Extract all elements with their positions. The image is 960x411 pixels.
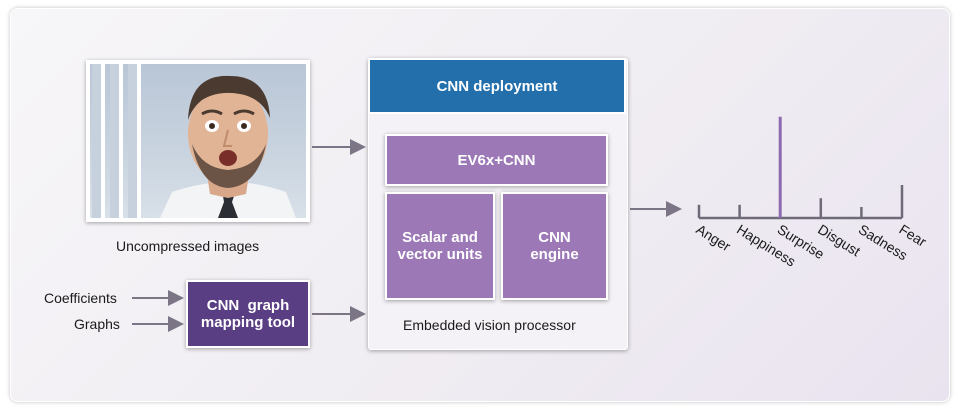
face-photo: [90, 64, 306, 218]
coefficients-label: Coefficients: [44, 290, 117, 306]
tool-label-line2: mapping tool: [200, 314, 296, 331]
image-caption: Uncompressed images: [116, 238, 260, 254]
processor-caption: Embedded vision processor: [403, 317, 576, 333]
cnn-deployment-header: CNN deployment: [368, 58, 626, 114]
face-illustration: [160, 75, 296, 218]
engine-label-line2: engine: [530, 246, 579, 263]
cnn-engine-block: CNN engine: [501, 192, 608, 300]
ev6x-cnn-block: EV6x+CNN: [385, 134, 608, 186]
scalar-vector-units-block: Scalar and vector units: [385, 192, 495, 300]
input-image-card: [86, 60, 310, 222]
graphs-label: Graphs: [74, 316, 120, 332]
scalar-label-line1: Scalar and: [402, 229, 478, 246]
tool-label-line1: CNN graph: [206, 297, 290, 314]
chart-label-anger: Anger: [693, 221, 733, 255]
cnn-graph-mapping-tool: CNN graph mapping tool: [186, 280, 310, 348]
engine-label-line1: CNN: [538, 229, 571, 246]
scalar-label-line2: vector units: [397, 246, 483, 263]
